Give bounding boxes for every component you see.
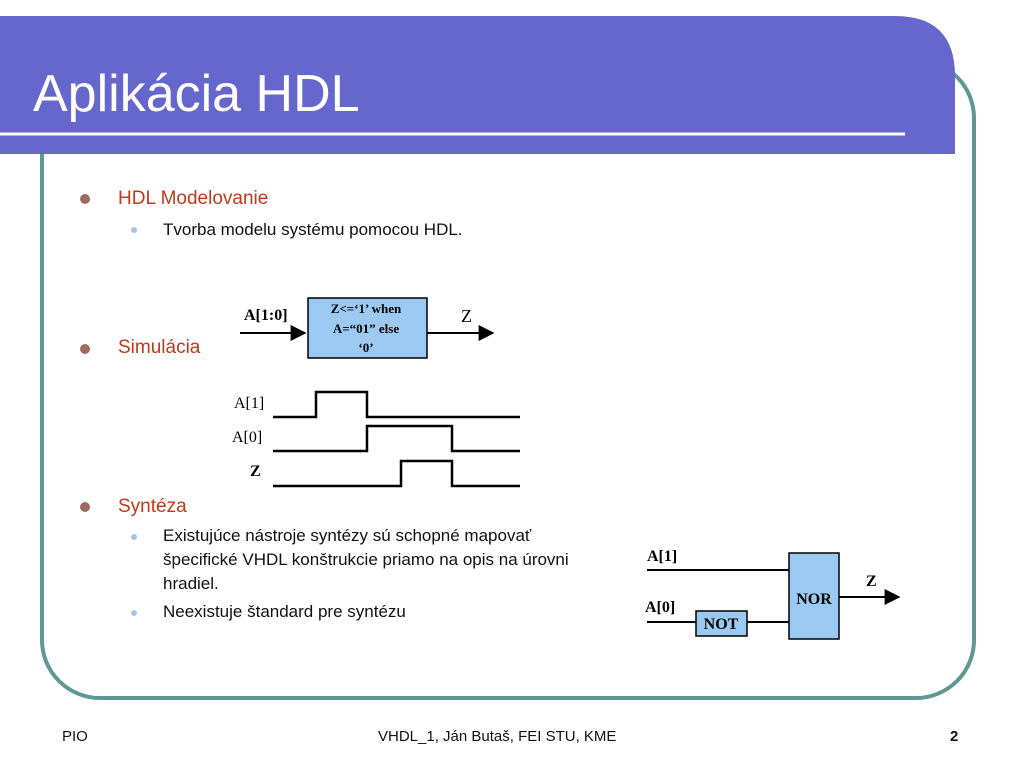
not-gate (695, 610, 748, 637)
wave-z (273, 459, 520, 488)
sub-bullet-dot (131, 534, 137, 540)
wave-label-a1: A[1] (234, 395, 264, 412)
model-block-line-3: ‘0’ (358, 340, 373, 355)
model-block-line-2: A=“01” else (333, 321, 399, 336)
sub-bullet-dot (131, 610, 137, 616)
model-block-line-1: Z<=‘1’ when (331, 301, 402, 316)
footer-center: VHDL_1, Ján Butaš, FEI STU, KME (378, 728, 617, 745)
bullet-hdl-modelovanie: HDL Modelovanie (118, 188, 269, 209)
gate-output-label: Z (866, 573, 877, 590)
wave-label-z: Z (250, 463, 261, 480)
nor-gate (788, 552, 840, 640)
bullet-simulacia: Simulácia (118, 337, 201, 358)
title-banner (0, 16, 955, 154)
slide-title: Aplikácia HDL (33, 65, 360, 123)
gate-input1-label: A[1] (647, 548, 677, 565)
bullet-synteza: Syntéza (118, 496, 187, 517)
sub-bullet-tvorba: Tvorba modelu systému pomocou HDL. (163, 220, 463, 239)
bullet-dot (80, 344, 90, 354)
sub-bullet-neexistuje: Neexistuje štandard pre syntézu (163, 602, 406, 621)
wave-a1 (273, 390, 520, 419)
footer-left: PIO (62, 728, 88, 745)
model-input-label: A[1:0] (244, 307, 288, 324)
not-gate-label: NOT (704, 616, 739, 633)
nor-gate-label: NOR (796, 591, 832, 608)
gate-input2-label: A[0] (645, 599, 675, 616)
wave-a0 (273, 424, 520, 453)
model-output-label: Z (461, 306, 472, 326)
bullet-dot (80, 194, 90, 204)
sub-bullet-existujuce: Existujúce nástroje syntézy sú schopné m… (163, 526, 569, 593)
page-number: 2 (950, 728, 959, 745)
bullet-dot (80, 502, 90, 512)
sub-bullet-dot (131, 227, 137, 233)
wave-label-a0: A[0] (232, 429, 262, 446)
model-block (307, 297, 428, 359)
